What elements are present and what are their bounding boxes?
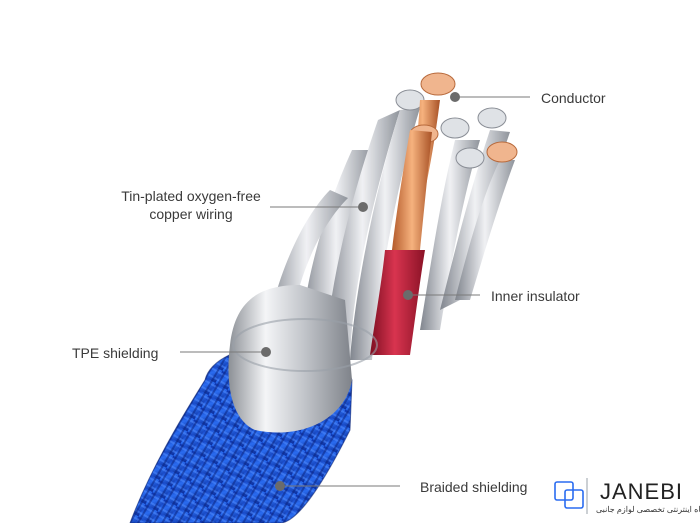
logo-name: JANEBI — [600, 479, 684, 504]
tpe-sleeve — [228, 285, 352, 433]
tin-plated-label-line1: Tin-plated oxygen-free — [121, 188, 261, 204]
logo-tagline: فروشگاه اینترنتی تخصصی لوازم جانبی — [596, 505, 700, 514]
tin-plated-label-line2: copper wiring — [149, 206, 233, 222]
inner-insulator-label: Inner insulator — [491, 288, 580, 304]
tpe-shielding-label: TPE shielding — [72, 345, 159, 361]
leader-lines — [180, 92, 530, 491]
conductor-label: Conductor — [541, 90, 606, 106]
strand-ends — [395, 89, 507, 169]
cube-icon — [554, 478, 588, 514]
inner-insulator — [370, 250, 425, 355]
braided-shielding-label: Braided shielding — [420, 479, 528, 495]
tin-plated-label: Tin-plated oxygen-free copper wiring — [116, 187, 266, 223]
